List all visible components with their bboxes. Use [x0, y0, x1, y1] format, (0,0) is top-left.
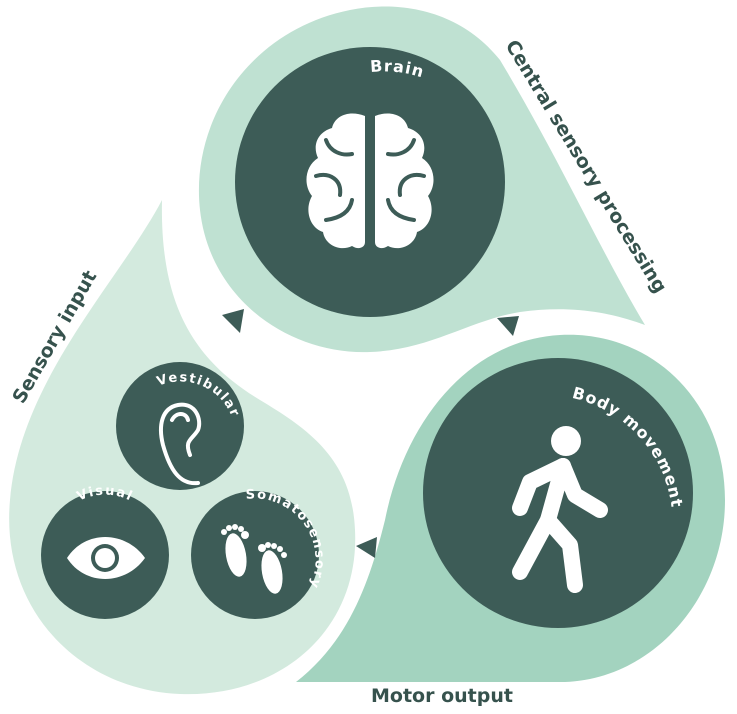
walking-person-icon — [512, 426, 608, 593]
somatosensory-circle — [191, 491, 319, 619]
footprints-icon — [221, 524, 287, 594]
arrow-body-to-sensory — [356, 537, 377, 558]
arrow-brain-to-body — [497, 316, 519, 336]
brain-folds — [314, 138, 426, 222]
eye-icon — [67, 537, 145, 579]
arrow-sensory-to-brain — [222, 309, 244, 333]
visual-title: Visual — [75, 483, 136, 504]
vestibular-circle — [116, 362, 244, 490]
ear-icon — [158, 402, 202, 486]
brain-circle — [235, 47, 505, 317]
motor-output-label: Motor output — [371, 685, 513, 707]
